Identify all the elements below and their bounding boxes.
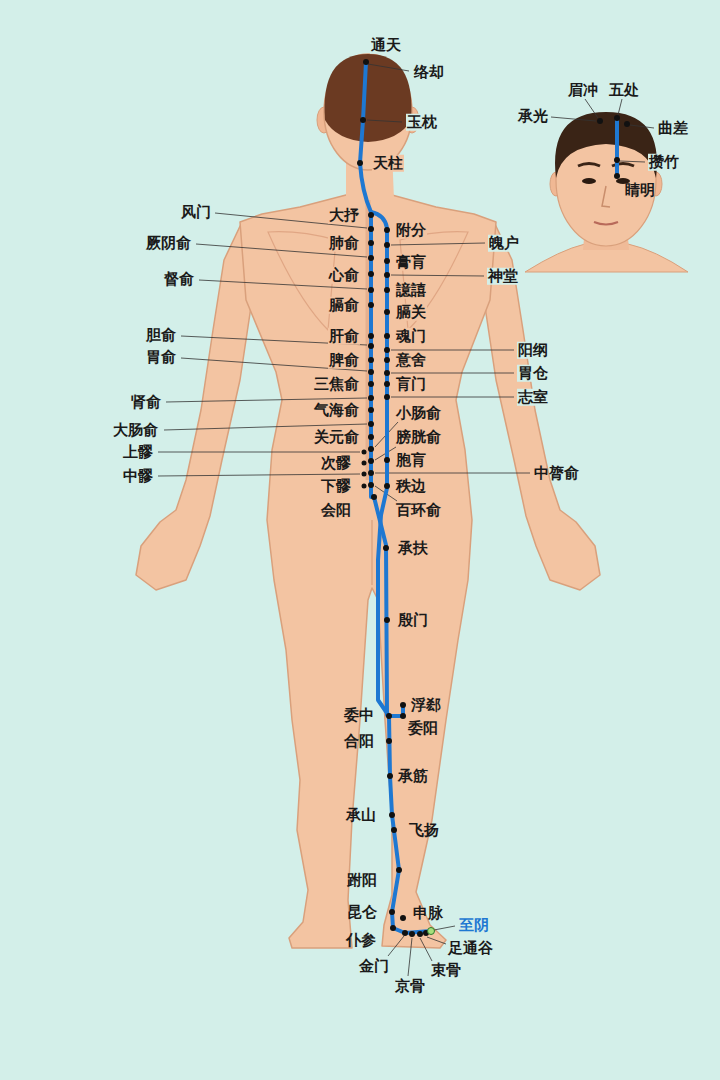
acupoint-label: 络却	[413, 64, 445, 81]
acupoint-label: 胆俞	[145, 327, 177, 344]
acupoint-dots	[357, 59, 630, 937]
acupoint-label: 魂门	[395, 328, 427, 345]
acupoint-label: 睛明	[624, 182, 656, 199]
nose	[602, 186, 610, 207]
acupoint-label: 督俞	[163, 271, 195, 288]
acupoint-label: 会阳	[320, 502, 352, 519]
acupoint-label: 神堂	[487, 268, 519, 285]
head	[324, 54, 412, 170]
acupoint-label: 飞扬	[408, 822, 440, 839]
acupoint-label: 百环俞	[395, 502, 442, 519]
acupoint-label: 申脉	[412, 905, 444, 922]
acupoint-label: 合阳	[343, 733, 375, 750]
acupoint-label: 承扶	[397, 540, 429, 557]
acupoint-label: 厥阴俞	[145, 235, 192, 252]
acupoint-label: 天柱	[372, 155, 404, 172]
acupoint-label: 曲差	[657, 120, 689, 137]
acupoint-label: 京骨	[394, 978, 426, 995]
acupoint-label: 膈俞	[328, 297, 360, 314]
inset-hair	[555, 112, 657, 178]
meridian-line	[360, 62, 617, 933]
acupoint-label: 三焦俞	[313, 376, 360, 393]
final-acupoint	[428, 928, 435, 935]
acupoint-label: 次髎	[320, 455, 352, 472]
acupoint-label: 脾俞	[328, 352, 360, 369]
acupoint-label: 膀胱俞	[395, 429, 442, 446]
leader-lines	[158, 64, 654, 976]
acupoint-label: 阳纲	[517, 342, 549, 359]
eye	[582, 178, 596, 184]
acupoint-label: 大肠俞	[112, 422, 159, 439]
acupoint-label: 委阳	[407, 720, 439, 737]
acupoint-label: 眉冲	[567, 82, 599, 99]
acupoint-label: 心俞	[328, 267, 360, 284]
right-arm	[484, 222, 600, 590]
acupoint-label: 关元俞	[313, 429, 360, 446]
acupoint-label: 肓门	[395, 376, 427, 393]
acupoint-label: 金门	[358, 958, 390, 975]
acupoint-label: 仆参	[345, 932, 377, 949]
acupoint-label: 通天	[370, 37, 402, 54]
acupoint-label: 附分	[395, 222, 427, 239]
acupoint-label: 承光	[517, 108, 549, 125]
acupoint-label: 魄户	[488, 235, 520, 252]
acupoint-label: 气海俞	[313, 402, 360, 419]
acupoint-label: 玉枕	[406, 114, 438, 131]
acupoint-label: 下髎	[320, 478, 352, 495]
eyebrow	[578, 164, 600, 167]
acupoint-label: 膈关	[395, 304, 427, 321]
acupoint-label: 五处	[608, 82, 640, 99]
acupoint-label: 肺俞	[328, 235, 360, 252]
acupoint-label: 束骨	[430, 962, 462, 979]
acupoint-label: 委中	[343, 707, 375, 724]
acupoint-label: 意舍	[395, 352, 427, 369]
acupoint-label: 至阴	[458, 917, 490, 934]
acupoint-label: 胃俞	[145, 349, 177, 366]
acupoint-label: 膏肓	[395, 254, 427, 271]
acupoint-label: 殷门	[397, 612, 429, 629]
hair	[325, 54, 412, 142]
scapula	[268, 232, 336, 330]
acupoint-label: 中膂俞	[533, 465, 580, 482]
acupoint-label: 中髎	[122, 468, 154, 485]
mouth	[594, 222, 618, 225]
acupoint-label: 譩譆	[395, 282, 427, 299]
acupoint-label: 攒竹	[648, 154, 680, 171]
acupoint-label: 浮郄	[410, 697, 442, 714]
acupoint-label: 风门	[180, 204, 212, 221]
acupoint-label: 胃仓	[517, 365, 549, 382]
acupoint-label: 肾俞	[130, 394, 162, 411]
body-silhouette	[240, 195, 496, 948]
acupoint-label: 小肠俞	[395, 405, 442, 422]
acupoint-label: 跗阳	[346, 872, 378, 889]
acupoint-label: 上髎	[122, 444, 154, 461]
acupoint-label: 昆仑	[346, 904, 378, 921]
acupoint-label: 足通谷	[447, 940, 494, 957]
acupoint-label: 胞肓	[395, 452, 427, 469]
acupoint-label: 秩边	[395, 478, 427, 495]
acupoint-label: 承筋	[397, 768, 429, 785]
gluteal-cleft	[371, 520, 372, 585]
acupoint-label: 志室	[517, 389, 549, 406]
acupoint-label: 肝俞	[328, 328, 360, 345]
acupoint-label: 承山	[345, 807, 377, 824]
acupoint-label: 大抒	[328, 207, 360, 224]
